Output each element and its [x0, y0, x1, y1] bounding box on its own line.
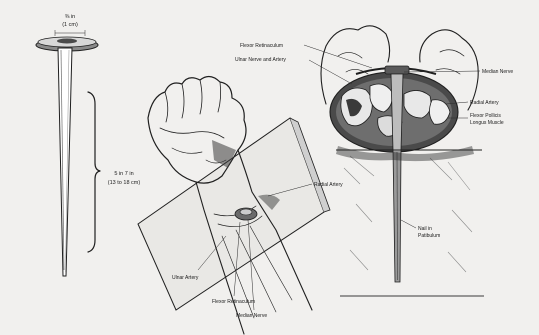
nail-length-bracket: 5 in 7 in (13 to 18 cm) — [88, 92, 140, 252]
label-flexor-pollicis-line-1: Flexor Pollicis — [470, 113, 501, 119]
nail-length-dim-line-1: 5 in 7 in — [114, 171, 133, 177]
label-median-nerve-wrist: Median Nerve — [236, 313, 267, 319]
nail-head-dimension: ⅜ in (1 cm) — [55, 14, 85, 36]
label-flexor-retinaculum-section: Flexor Retinaculum — [240, 43, 283, 49]
nail-drawing — [36, 37, 98, 276]
label-radial-artery-wrist: Radial Artery — [314, 182, 343, 188]
label-ulnar-nerve-artery: Ulnar Nerve and Artery — [235, 57, 286, 63]
cross-section-drawing — [321, 26, 484, 296]
nail-head-dim-line-2: (1 cm) — [62, 22, 78, 28]
label-nail-in-patibulum-line-1: Nail in — [418, 226, 432, 232]
label-ulnar-artery: Ulnar Artery — [172, 275, 199, 281]
label-radial-artery-section: Radial Artery — [470, 100, 499, 106]
label-nail-in-patibulum-line-2: Patibulum — [418, 233, 440, 239]
nail-length-dim-line-2: (13 to 18 cm) — [108, 180, 141, 186]
label-flexor-retinaculum-wrist: Flexor Retinaculum — [212, 299, 255, 305]
label-median-nerve-section: Median Nerve — [482, 69, 513, 75]
nail-head-dim-line-1: ⅜ in — [65, 14, 75, 20]
label-flexor-pollicis-line-2: Longus Muscle — [470, 120, 504, 126]
